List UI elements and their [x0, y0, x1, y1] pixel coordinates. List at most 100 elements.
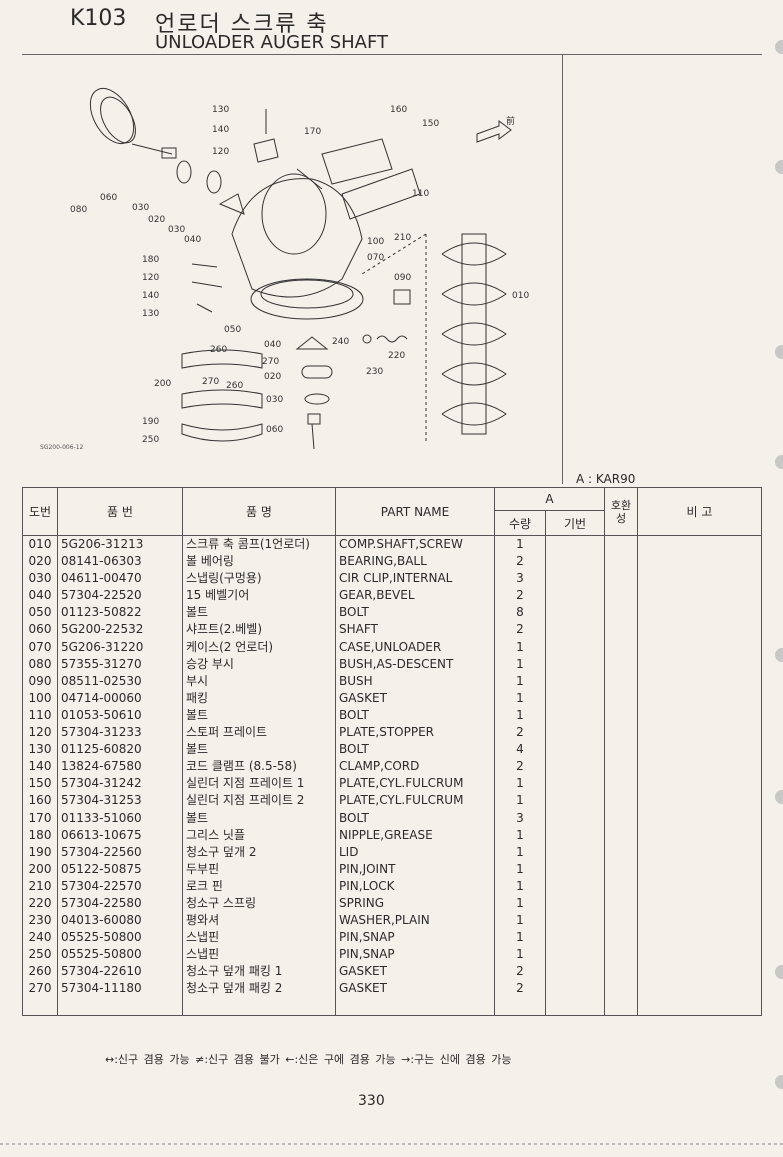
base-cell	[545, 587, 605, 605]
ref-cell: 250	[22, 946, 58, 964]
compat-cell	[604, 706, 638, 725]
base-cell	[545, 570, 605, 588]
name-ko-cell: 두부핀	[182, 860, 336, 878]
name-ko-cell: 볼트	[182, 741, 336, 759]
ref-cell: 240	[22, 929, 58, 947]
ref-cell: 150	[22, 775, 58, 793]
qty-cell: 1	[494, 775, 546, 793]
name-ko-cell: 그리스 닛플	[182, 826, 336, 844]
base-cell	[545, 706, 605, 725]
name-ko-cell: 볼트	[182, 706, 336, 725]
name-en-cell: PLATE,CYL.FULCRUM	[335, 792, 495, 810]
name-en-cell: BOLT	[335, 809, 495, 827]
compat-cell	[604, 809, 638, 827]
name-ko-cell: 스냅핀	[182, 929, 336, 947]
name-ko-cell: 청소구 덮개 패킹 2	[182, 980, 336, 998]
ref-cell: 220	[22, 894, 58, 913]
name-ko-cell: 청소구 스프링	[182, 894, 336, 913]
name-en-cell: PLATE,CYL.FULCRUM	[335, 775, 495, 793]
compat-cell	[604, 638, 638, 656]
compat-cell	[604, 621, 638, 639]
page-number: 330	[358, 1093, 385, 1109]
remarks-cell	[637, 621, 762, 639]
part-no-cell: 05525-50800	[57, 929, 183, 947]
model-legend: A : KAR90	[576, 472, 636, 486]
qty-cell: 1	[494, 638, 546, 656]
remarks-cell	[637, 535, 762, 554]
compat-cell	[604, 758, 638, 776]
svg-text:前: 前	[506, 115, 515, 127]
part-no-cell: 05525-50800	[57, 946, 183, 964]
name-ko-cell: 스냅링(구멍용)	[182, 570, 336, 588]
empty-cell	[182, 997, 336, 1016]
qty-cell: 1	[494, 655, 546, 673]
name-en-cell: COMP.SHAFT,SCREW	[335, 535, 495, 554]
part-no-cell: 57304-22560	[57, 843, 183, 861]
remarks-cell	[637, 929, 762, 947]
part-no-cell: 5G200-22532	[57, 621, 183, 639]
part-no-cell: 04714-00060	[57, 689, 183, 707]
qty-cell: 1	[494, 792, 546, 810]
compat-cell	[604, 587, 638, 605]
remarks-cell	[637, 655, 762, 673]
compat-cell	[604, 963, 638, 981]
name-ko-cell: 코드 클램프 (8.5-58)	[182, 758, 336, 776]
svg-text:070: 070	[367, 253, 384, 263]
name-ko-cell: 패킹	[182, 689, 336, 707]
compat-cell	[604, 672, 638, 690]
ref-cell: 010	[22, 535, 58, 554]
svg-text:040: 040	[184, 235, 201, 245]
compat-cell	[604, 724, 638, 742]
remarks-cell	[637, 877, 762, 895]
qty-cell: 1	[494, 860, 546, 878]
remarks-cell	[637, 724, 762, 742]
compat-cell	[604, 877, 638, 895]
name-en-cell: SHAFT	[335, 621, 495, 639]
name-en-cell: PIN,JOINT	[335, 860, 495, 878]
ref-cell: 260	[22, 963, 58, 981]
name-en-cell: GASKET	[335, 963, 495, 981]
header-ref: 도번	[22, 487, 58, 536]
remarks-cell	[637, 775, 762, 793]
name-ko-cell: 케이스(2 언로더)	[182, 638, 336, 656]
part-no-cell: 57355-31270	[57, 655, 183, 673]
compat-cell	[604, 792, 638, 810]
ref-cell: 030	[22, 570, 58, 588]
name-ko-cell: 15 베벨기어	[182, 587, 336, 605]
part-no-cell: 01133-51060	[57, 809, 183, 827]
remarks-cell	[637, 912, 762, 930]
part-no-cell: 57304-22520	[57, 587, 183, 605]
ref-cell: 200	[22, 860, 58, 878]
svg-text:130: 130	[212, 105, 229, 115]
svg-text:150: 150	[422, 119, 439, 129]
name-ko-cell: 승강 부시	[182, 655, 336, 673]
name-en-cell: CIR CLIP,INTERNAL	[335, 570, 495, 588]
qty-cell: 4	[494, 741, 546, 759]
name-ko-cell: 볼트	[182, 809, 336, 827]
compat-cell	[604, 894, 638, 913]
svg-text:170: 170	[304, 127, 321, 137]
empty-cell	[637, 997, 762, 1016]
remarks-cell	[637, 826, 762, 844]
part-code: K103	[70, 6, 127, 31]
qty-cell: 2	[494, 980, 546, 998]
qty-cell: 1	[494, 689, 546, 707]
svg-text:140: 140	[142, 291, 159, 301]
part-no-cell: 57304-11180	[57, 980, 183, 998]
name-ko-cell: 볼트	[182, 604, 336, 622]
compat-cell	[604, 775, 638, 793]
name-ko-cell: 실린더 지점 프레이트 2	[182, 792, 336, 810]
svg-text:230: 230	[366, 367, 383, 377]
remarks-cell	[637, 860, 762, 878]
qty-cell: 2	[494, 553, 546, 571]
compat-cell	[604, 929, 638, 947]
name-en-cell: WASHER,PLAIN	[335, 912, 495, 930]
ref-cell: 110	[22, 706, 58, 725]
qty-cell: 2	[494, 724, 546, 742]
